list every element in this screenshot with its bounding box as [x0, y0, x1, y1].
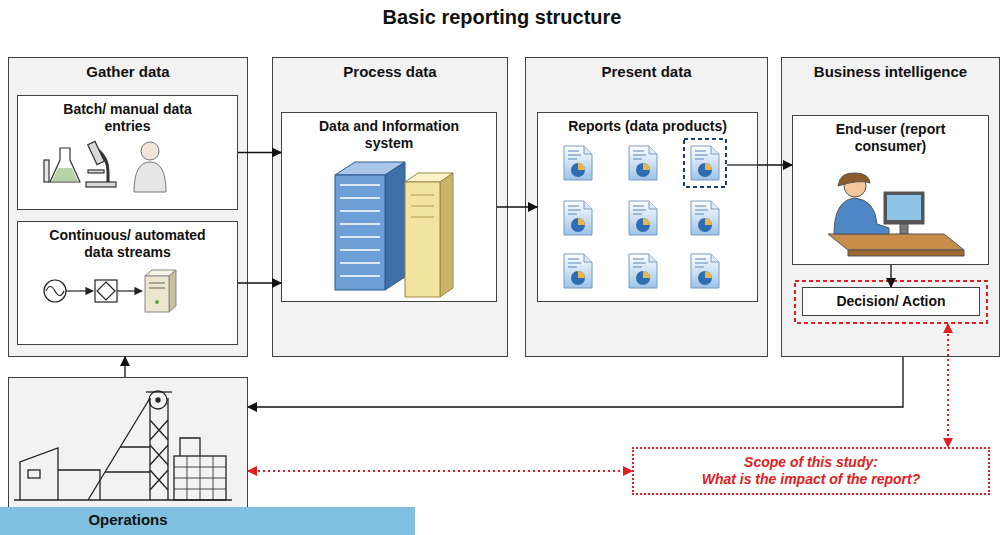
- box-label: Reports (data products): [568, 118, 727, 135]
- decision-box: Decision/ Action: [802, 287, 980, 316]
- operations-band: [0, 507, 415, 535]
- flow-arrow: [248, 357, 903, 407]
- flow-arrow: [124, 357, 125, 377]
- server-unit-icon: [145, 270, 176, 312]
- user-box: End-user (report consumer): [792, 115, 989, 265]
- report-icon: [629, 201, 657, 235]
- report-icon: [691, 254, 719, 288]
- sensor-symbol: [44, 280, 142, 302]
- box-label: What is the impact of the report?: [702, 471, 921, 488]
- system-box: Data and Information system: [281, 112, 497, 302]
- report-icon: [629, 146, 657, 180]
- flow-arrow: [497, 206, 537, 207]
- flow-arrow: [238, 282, 281, 283]
- report-icon: [629, 254, 657, 288]
- stage-panel: Present dataReports (data products): [525, 57, 768, 357]
- panel-heading: Process data: [343, 63, 436, 81]
- report-icon: [564, 254, 592, 288]
- diagram-title: Basic reporting structure: [0, 6, 1004, 29]
- box-label: Data and Information system: [302, 118, 477, 152]
- stage-panel: Business intelligenceEnd-user (report co…: [781, 57, 1000, 357]
- user-at-computer-icon: [828, 173, 964, 256]
- report-icons: [564, 146, 719, 288]
- server-tower-icon: [405, 173, 453, 297]
- report-icon: [691, 146, 719, 180]
- input-box: Continuous/ automated data streams: [17, 221, 238, 345]
- mine-headframe-illustration: [14, 391, 232, 500]
- flow-arrow: [758, 164, 792, 165]
- box-label: Decision/ Action: [836, 293, 945, 310]
- scope-link: [947, 324, 949, 447]
- report-icon: [564, 201, 592, 235]
- scope-link: [248, 470, 632, 472]
- person-icon: [134, 142, 166, 192]
- flow-arrow: [890, 265, 891, 287]
- box-label: Continuous/ automated data streams: [35, 227, 220, 261]
- box-label: Batch/ manual data entries: [63, 101, 193, 135]
- panel-heading: Present data: [601, 63, 691, 81]
- report-leader-line: [727, 164, 758, 165]
- panel-heading: Gather data: [86, 63, 169, 81]
- report-icon: [564, 146, 592, 180]
- selected-report-highlight: [684, 139, 726, 187]
- microscope-icon: [86, 141, 116, 187]
- reports-box: Reports (data products): [537, 112, 758, 302]
- report-icon: [691, 201, 719, 235]
- lab-flask-icon: [44, 148, 80, 182]
- panel-heading: Operations: [88, 511, 167, 529]
- flow-arrow: [238, 152, 281, 153]
- decision-highlight: [795, 281, 987, 323]
- box-label: End-user (report consumer): [816, 121, 966, 155]
- stage-panel: Process dataData and Information system: [272, 57, 508, 357]
- operations-panel: Operations: [8, 377, 248, 535]
- scope-callout: Scope of this study:What is the impact o…: [632, 447, 990, 495]
- box-label: Scope of this study:: [744, 454, 878, 471]
- stage-panel: Gather dataBatch/ manual data entriesCon…: [8, 57, 248, 357]
- server-rack-icon: [335, 162, 405, 290]
- input-box: Batch/ manual data entries: [17, 95, 238, 210]
- panel-heading: Business intelligence: [814, 63, 967, 81]
